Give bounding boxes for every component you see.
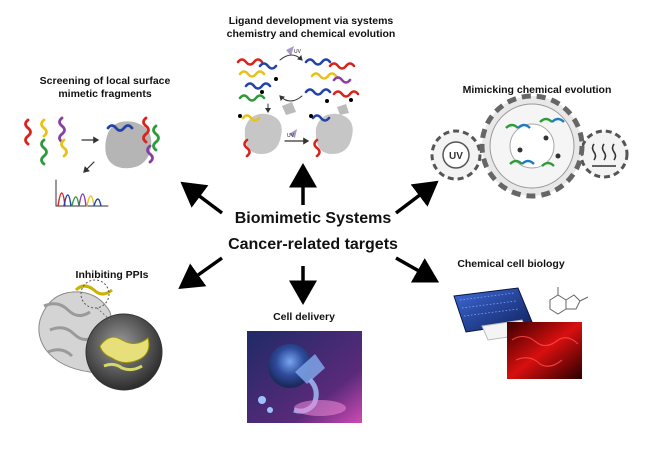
molecule-structure-icon (549, 294, 581, 315)
screening-panel-title: Screening of local surface mimetic fragm… (20, 75, 190, 101)
arrow-to-cellbio (395, 256, 440, 283)
mimicking-title-line1: Mimicking chemical evolution (462, 84, 612, 96)
mimicking-panel-title: Mimicking chemical evolution (452, 84, 622, 97)
delivery-title-line1: Cell delivery (273, 311, 335, 323)
ligand-uv-label-1: UV (294, 49, 302, 55)
arrow-to-mimicking (394, 180, 439, 215)
ligand-title-line1: Ligand development via systems (228, 15, 394, 27)
ligand-title-line2: chemistry and chemical evolution (226, 28, 396, 40)
arrow-to-screening (180, 181, 224, 215)
delivery-panel-title: Cell delivery (254, 311, 354, 324)
center-title-line1: Biomimetic Systems (234, 210, 392, 227)
screening-title-line1: Screening of local surface (39, 75, 171, 87)
mimicking-panel-graphic (430, 93, 629, 199)
cellbio-panel-title: Chemical cell biology (446, 258, 576, 271)
ppi-panel-graphic (38, 279, 163, 391)
screening-title-line2: mimetic fragments (58, 88, 152, 100)
right-gear-icon (579, 129, 629, 179)
central-arrows (178, 163, 440, 305)
mimicking-uv-label: UV (449, 151, 463, 162)
ligand-panel-graphic (236, 46, 360, 158)
fluorescence-image (507, 322, 582, 379)
screening-panel-graphic (24, 116, 160, 207)
cellbio-title-line1: Chemical cell biology (457, 258, 565, 270)
cellbio-panel-graphic (453, 287, 589, 379)
ligand-uv-label-2: UV (287, 133, 295, 139)
ppi-panel-title: Inhibiting PPIs (62, 269, 162, 282)
ppi-title-line1: Inhibiting PPIs (75, 269, 149, 281)
center-title-line2: Cancer-related targets (228, 236, 398, 253)
delivery-panel-graphic (247, 331, 362, 423)
arrow-to-ppi (178, 256, 224, 290)
ligand-panel-title: Ligand development via systems chemistry… (196, 15, 426, 41)
